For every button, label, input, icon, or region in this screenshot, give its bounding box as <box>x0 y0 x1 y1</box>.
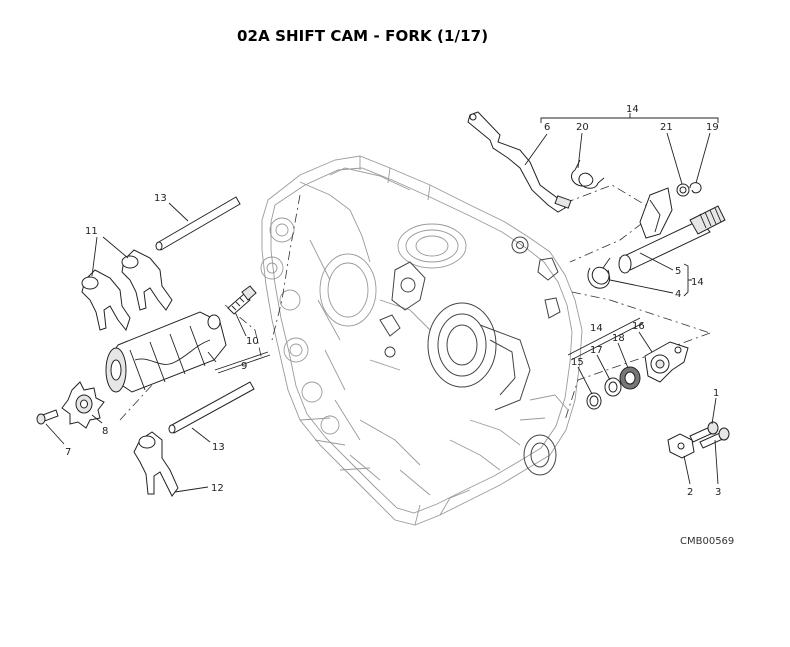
parts-1-3-bolts-plate <box>667 421 730 459</box>
part-12-shift-fork <box>133 431 179 497</box>
callout-21: 21 <box>660 122 673 133</box>
callout-10: 10 <box>246 336 259 347</box>
callout-14-mid: 14 <box>590 323 603 334</box>
part-13-fork-shafts <box>155 196 255 434</box>
callout-16: 16 <box>632 321 645 332</box>
callout-5: 5 <box>675 266 681 277</box>
callout-3: 3 <box>715 487 721 498</box>
part-7-bolt <box>36 409 59 425</box>
callout-2: 2 <box>687 487 693 498</box>
part-6-shift-lever <box>467 111 572 213</box>
callout-4: 4 <box>675 289 681 300</box>
callout-14-top: 14 <box>626 104 639 115</box>
drawing-code: CMB00569 <box>680 536 735 547</box>
crankcase-half <box>260 155 583 526</box>
callout-7: 7 <box>65 447 71 458</box>
callout-12: 12 <box>211 483 224 494</box>
callout-15: 15 <box>571 357 584 368</box>
callout-18: 18 <box>612 333 625 344</box>
callout-11: 11 <box>85 226 98 237</box>
callout-numbers: 14 6 20 21 19 5 4 14 14 16 18 17 15 1 2 … <box>65 104 721 498</box>
callout-1: 1 <box>713 388 719 399</box>
callout-20: 20 <box>576 122 589 133</box>
parts-15-18-bearing-set <box>586 341 689 410</box>
callout-14-right: 14 <box>691 277 704 288</box>
part-10-detent-bolt <box>227 285 257 315</box>
callout-6: 6 <box>544 122 550 133</box>
part-11-shift-forks <box>81 249 173 332</box>
parts-4-5-shift-shaft <box>587 187 726 289</box>
callout-17: 17 <box>590 345 603 356</box>
callout-19: 19 <box>706 122 719 133</box>
part-8-star-index <box>61 381 105 429</box>
callout-13-upper: 13 <box>154 193 167 204</box>
leader-lines <box>45 113 719 493</box>
callout-8: 8 <box>102 426 108 437</box>
callout-9: 9 <box>241 361 247 372</box>
callout-13-lower: 13 <box>212 442 225 453</box>
diagram-title: 02A SHIFT CAM - FORK (1/17) <box>237 27 489 45</box>
parts-19-21-rings <box>676 182 702 197</box>
part-20-spring <box>571 159 605 189</box>
